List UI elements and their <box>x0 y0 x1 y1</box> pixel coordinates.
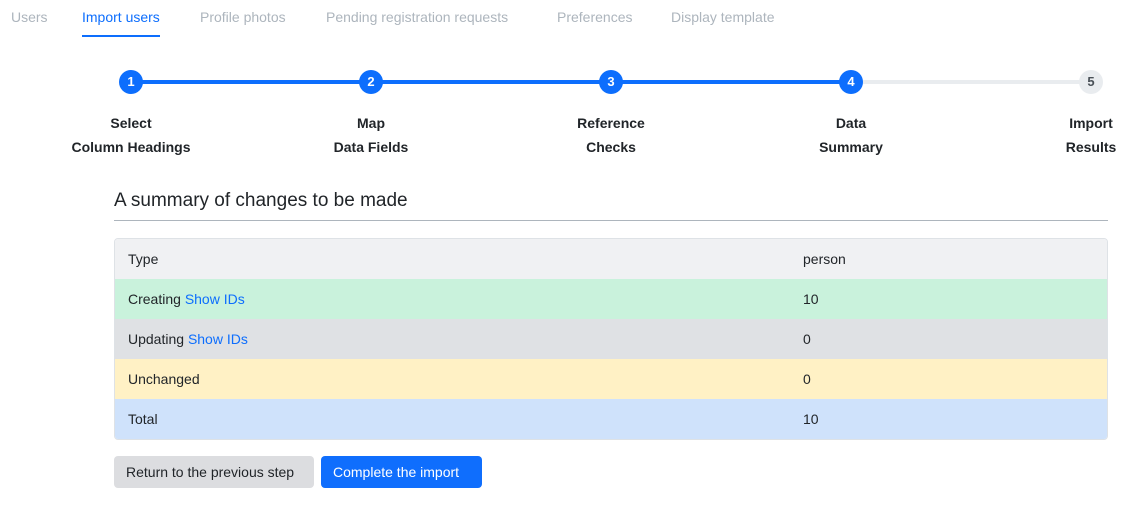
table-header-row: Type person <box>115 239 1107 279</box>
step-3-circle: 3 <box>599 70 623 94</box>
complete-import-button[interactable]: Complete the import <box>321 456 482 488</box>
tab-display-template[interactable]: Display template <box>671 9 775 25</box>
updating-cell: Updating Show IDs <box>128 331 248 347</box>
step-3-label-line1: Reference <box>577 115 645 131</box>
summary-table: Type person Creating Show IDs 10 Updatin… <box>114 238 1108 440</box>
tab-bar: Users Import users Profile photos Pendin… <box>0 0 1137 38</box>
tab-import-users-label: Import users <box>82 9 160 25</box>
import-stepper: 1 2 3 4 5 Select Column Headings Map Dat… <box>0 60 1137 170</box>
step-1-label: Select Column Headings <box>51 111 211 159</box>
updating-label: Updating <box>128 331 185 347</box>
creating-count: 10 <box>803 291 819 307</box>
step-5-circle: 5 <box>1079 70 1103 94</box>
step-2-label-line2: Data Fields <box>333 139 409 155</box>
step-3-label-line2: Checks <box>586 139 636 155</box>
tab-preferences[interactable]: Preferences <box>557 9 632 25</box>
table-row-total: Total 10 <box>115 399 1107 439</box>
updating-show-ids-link[interactable]: Show IDs <box>187 331 248 347</box>
tab-profile-photos[interactable]: Profile photos <box>200 9 286 25</box>
updating-count: 0 <box>803 331 811 347</box>
step-4-circle: 4 <box>839 70 863 94</box>
summary-divider <box>114 220 1108 221</box>
stepper-track-3-4 <box>611 80 851 84</box>
step-1-circle: 1 <box>119 70 143 94</box>
step-4-label: Data Summary <box>771 111 931 159</box>
tab-pending-registration-requests[interactable]: Pending registration requests <box>326 9 508 25</box>
creating-cell: Creating Show IDs <box>128 291 245 307</box>
previous-step-button[interactable]: Return to the previous step <box>114 456 314 488</box>
step-2-label: Map Data Fields <box>291 111 451 159</box>
creating-show-ids-link[interactable]: Show IDs <box>184 291 245 307</box>
step-4-label-line2: Summary <box>819 139 883 155</box>
table-row-creating: Creating Show IDs 10 <box>115 279 1107 319</box>
step-2-circle: 2 <box>359 70 383 94</box>
step-5-label-line1: Import <box>1069 115 1113 131</box>
person-column-header: person <box>803 251 846 267</box>
step-4-label-line1: Data <box>835 115 867 131</box>
type-column-header: Type <box>128 251 159 267</box>
step-5-label-line2: Results <box>1065 139 1117 155</box>
creating-label: Creating <box>128 291 181 307</box>
step-3-label: Reference Checks <box>531 111 691 159</box>
step-1-label-line2: Column Headings <box>71 139 191 155</box>
tab-preferences-label: Preferences <box>557 9 633 25</box>
tab-display-template-label: Display template <box>671 9 775 25</box>
unchanged-count: 0 <box>803 371 811 387</box>
table-row-updating: Updating Show IDs 0 <box>115 319 1107 359</box>
tab-users[interactable]: Users <box>11 9 48 25</box>
summary-heading: A summary of changes to be made <box>114 190 408 211</box>
tab-users-label: Users <box>11 9 48 25</box>
stepper-track-4-5 <box>851 80 1091 84</box>
step-2-label-line1: Map <box>357 115 385 131</box>
stepper-track-1-2 <box>131 80 371 84</box>
unchanged-label: Unchanged <box>128 371 200 387</box>
total-label: Total <box>128 411 158 427</box>
step-1-label-line1: Select <box>110 115 152 131</box>
tab-profile-photos-label: Profile photos <box>200 9 286 25</box>
active-tab-underline <box>82 35 160 37</box>
step-5-label: Import Results <box>976 111 1136 159</box>
tab-pending-registration-requests-label: Pending registration requests <box>326 9 509 25</box>
total-count: 10 <box>803 411 819 427</box>
tab-import-users[interactable]: Import users <box>82 9 160 37</box>
stepper-track-2-3 <box>371 80 611 84</box>
table-row-unchanged: Unchanged 0 <box>115 359 1107 399</box>
